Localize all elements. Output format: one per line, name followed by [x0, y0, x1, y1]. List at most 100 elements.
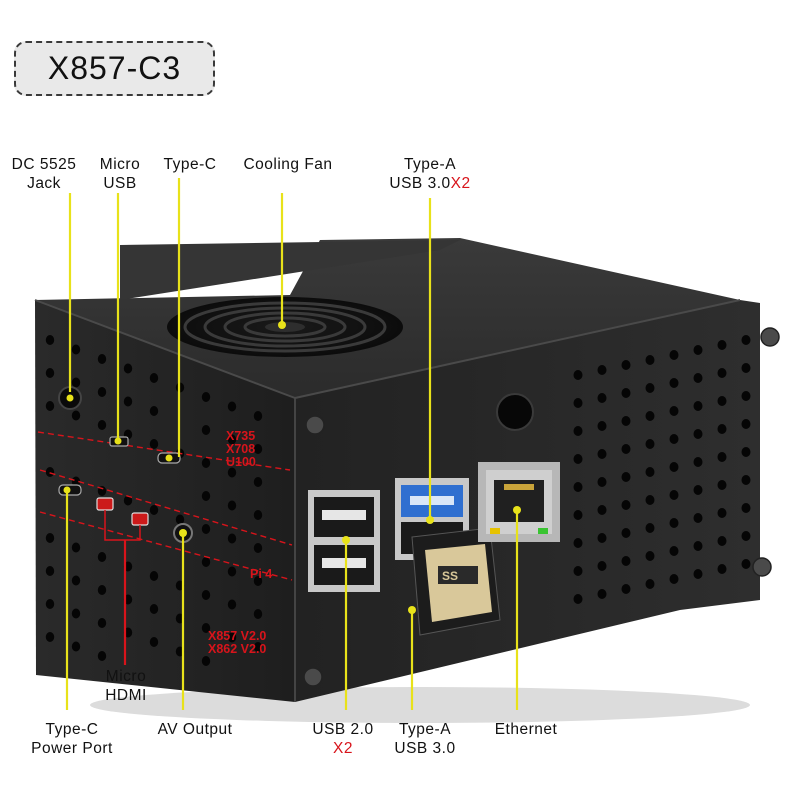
board-label-top-3: U100: [226, 455, 256, 469]
vent-hole: [253, 411, 263, 421]
vent-hole: [71, 344, 81, 355]
vent-hole: [693, 457, 703, 467]
vent-hole: [597, 561, 607, 571]
vent-hole: [71, 608, 81, 619]
vent-hole: [45, 599, 55, 609]
callout-cooling-fan: Cooling Fan: [232, 155, 344, 174]
vent-hole: [669, 574, 679, 584]
vent-hole: [669, 350, 679, 360]
vent-hole: [123, 495, 133, 506]
vent-hole: [717, 452, 727, 462]
callout-micro-hdmi-line1: Micro: [105, 668, 147, 685]
callout-type-a-top: Type-A USB 3.0X2: [372, 155, 488, 193]
vent-hole: [597, 477, 607, 487]
vent-hole: [201, 524, 211, 534]
vent-hole: [621, 388, 631, 398]
vent-hole: [621, 416, 631, 426]
vent-hole: [97, 585, 107, 595]
vent-hole: [573, 370, 583, 380]
callout-type-c-top: Type-C: [155, 155, 225, 174]
vent-hole: [669, 518, 679, 528]
vent-hole: [123, 396, 133, 407]
callout-micro-hdmi-line2: HDMI: [105, 687, 147, 704]
usb-stick-label: SS: [442, 569, 458, 583]
callout-type-a-bottom-line1: Type-A: [398, 721, 452, 738]
vent-hole: [149, 571, 159, 581]
callout-micro-usb-line1: Micro: [99, 156, 141, 173]
vent-hole: [669, 406, 679, 416]
vent-hole: [717, 564, 727, 574]
vent-hole: [669, 378, 679, 388]
callout-type-c-power-line2: Power Port: [31, 740, 113, 757]
vent-hole: [71, 641, 81, 652]
board-label-bottom: X857 V2.0 X862 V2.0: [208, 630, 266, 656]
usb-stick: SS: [411, 527, 501, 636]
callout-av-output: AV Output: [143, 720, 247, 739]
vent-hole: [741, 335, 751, 345]
board-label-top-1: X735: [226, 429, 256, 443]
vent-hole: [45, 401, 55, 411]
vent-hole: [253, 642, 263, 652]
vent-hole: [597, 365, 607, 375]
vent-hole: [645, 411, 655, 421]
vent-hole: [201, 557, 211, 567]
vent-hole: [645, 551, 655, 561]
vent-hole: [45, 533, 55, 543]
vent-hole: [741, 447, 751, 457]
vent-hole: [253, 477, 263, 487]
vent-hole: [669, 434, 679, 444]
callout-cooling-fan-line1: Cooling Fan: [243, 156, 333, 173]
callout-ethernet: Ethernet: [480, 720, 572, 739]
vent-hole: [597, 533, 607, 543]
vent-hole: [201, 491, 211, 501]
vent-hole: [573, 398, 583, 408]
board-label-top: X735 X708 U100: [226, 430, 256, 469]
callout-type-c-power: Type-C Power Port: [16, 720, 128, 758]
vent-hole: [97, 552, 107, 562]
callout-usb2-x2: X2: [333, 740, 353, 757]
product-title: X857-C3: [14, 41, 215, 96]
vent-hole: [669, 490, 679, 500]
callout-dc-jack: DC 5525 Jack: [6, 155, 82, 193]
board-label-top-2: X708: [226, 442, 256, 456]
vent-hole: [645, 355, 655, 365]
vent-hole: [741, 531, 751, 541]
vent-hole: [645, 467, 655, 477]
vent-hole: [253, 444, 263, 454]
vent-hole: [573, 482, 583, 492]
callout-usb2: USB 2.0 X2: [300, 720, 386, 758]
vent-hole: [597, 421, 607, 431]
vent-hole: [621, 360, 631, 370]
vent-hole: [693, 401, 703, 411]
vent-hole: [175, 514, 185, 525]
callout-micro-hdmi: Micro HDMI: [94, 667, 158, 705]
vent-hole: [201, 590, 211, 600]
vent-hole: [149, 604, 159, 614]
vent-hole: [717, 368, 727, 378]
callout-type-a-bottom: Type-A USB 3.0: [385, 720, 465, 758]
vent-hole: [149, 373, 159, 383]
callout-dc-jack-line1: DC 5525: [11, 156, 77, 173]
callout-type-a-bottom-line2: USB 3.0: [394, 740, 456, 757]
right-vent-holes: [573, 335, 751, 604]
vent-hole: [621, 528, 631, 538]
vent-hole: [693, 541, 703, 551]
vent-hole: [717, 508, 727, 518]
vent-hole: [201, 425, 211, 435]
vent-hole: [621, 556, 631, 566]
vent-hole: [717, 536, 727, 546]
vent-hole: [717, 340, 727, 350]
vent-hole: [717, 480, 727, 490]
vent-hole: [45, 335, 55, 345]
front-power-hole: [496, 393, 534, 431]
vent-hole: [71, 542, 81, 553]
vent-hole: [253, 543, 263, 553]
vent-hole: [201, 392, 211, 402]
vent-hole: [741, 475, 751, 485]
callout-av-output-line1: AV Output: [157, 721, 233, 738]
vent-hole: [97, 420, 107, 430]
vent-hole: [201, 458, 211, 468]
vent-hole: [741, 391, 751, 401]
vent-hole: [227, 533, 237, 544]
vent-hole: [693, 485, 703, 495]
